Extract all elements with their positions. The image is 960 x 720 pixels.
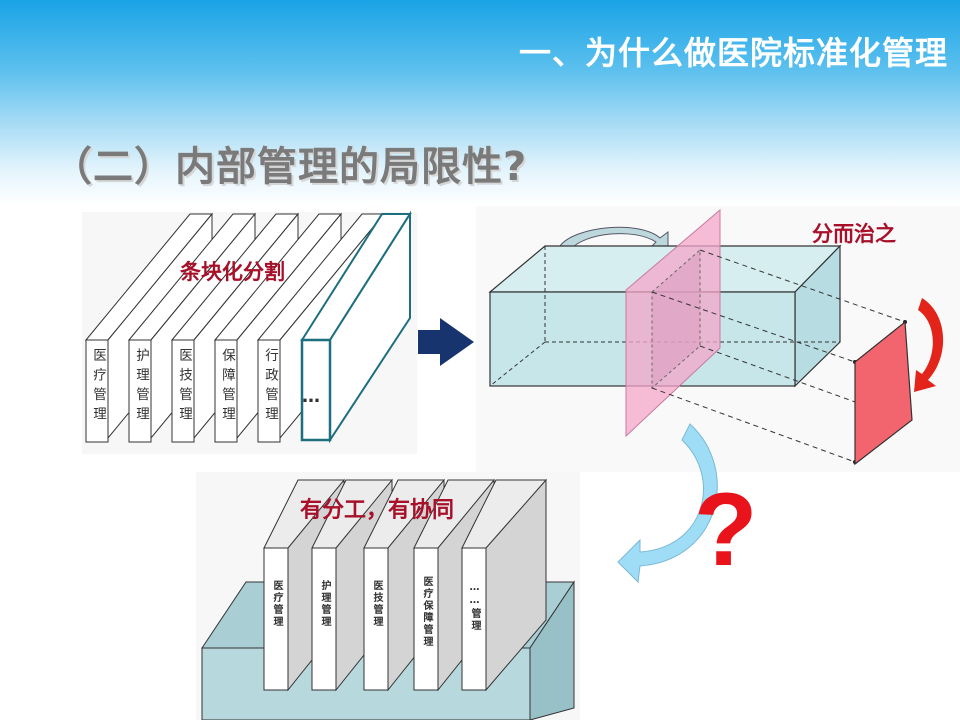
rotate-arrow-icon <box>914 298 944 392</box>
panel-label-medtech: 医技管理 <box>176 348 192 426</box>
panel-label-medical: 医疗管理 <box>90 348 106 426</box>
silo-panel-6 <box>300 210 412 444</box>
panel-label-nursing: 护理管理 <box>133 348 149 426</box>
collab-label-medtech: 医技管理 <box>371 580 382 628</box>
label-collaborate: 有分工，有协同 <box>300 498 455 523</box>
right-arrow-icon <box>418 318 474 366</box>
label-siloed: 条块化分割 <box>180 260 285 284</box>
slide-title: 一、为什么做医院标准化管理 <box>518 34 948 72</box>
red-section-plane <box>854 320 913 466</box>
collab-label-medical: 医疗管理 <box>271 580 282 628</box>
siloed-panels-diagram <box>82 210 417 454</box>
collab-label-other: ……管理 <box>469 582 480 632</box>
panel-label-ellipsis: … <box>302 386 320 407</box>
slide-subtitle: （二）内部管理的局限性? <box>52 144 528 190</box>
divide-rule-diagram <box>476 206 960 472</box>
panel-label-support: 保障管理 <box>219 348 235 426</box>
return-arrow-icon <box>617 423 718 584</box>
label-divide-rule: 分而治之 <box>812 222 896 246</box>
collab-label-support: 医疗保障管理 <box>421 576 432 648</box>
collab-label-nursing: 护理管理 <box>319 580 330 628</box>
collab-panel-5 <box>461 478 547 692</box>
collaborative-diagram <box>196 472 580 720</box>
question-mark: ? <box>694 472 758 588</box>
panel-label-admin: 行政管理 <box>262 348 278 426</box>
